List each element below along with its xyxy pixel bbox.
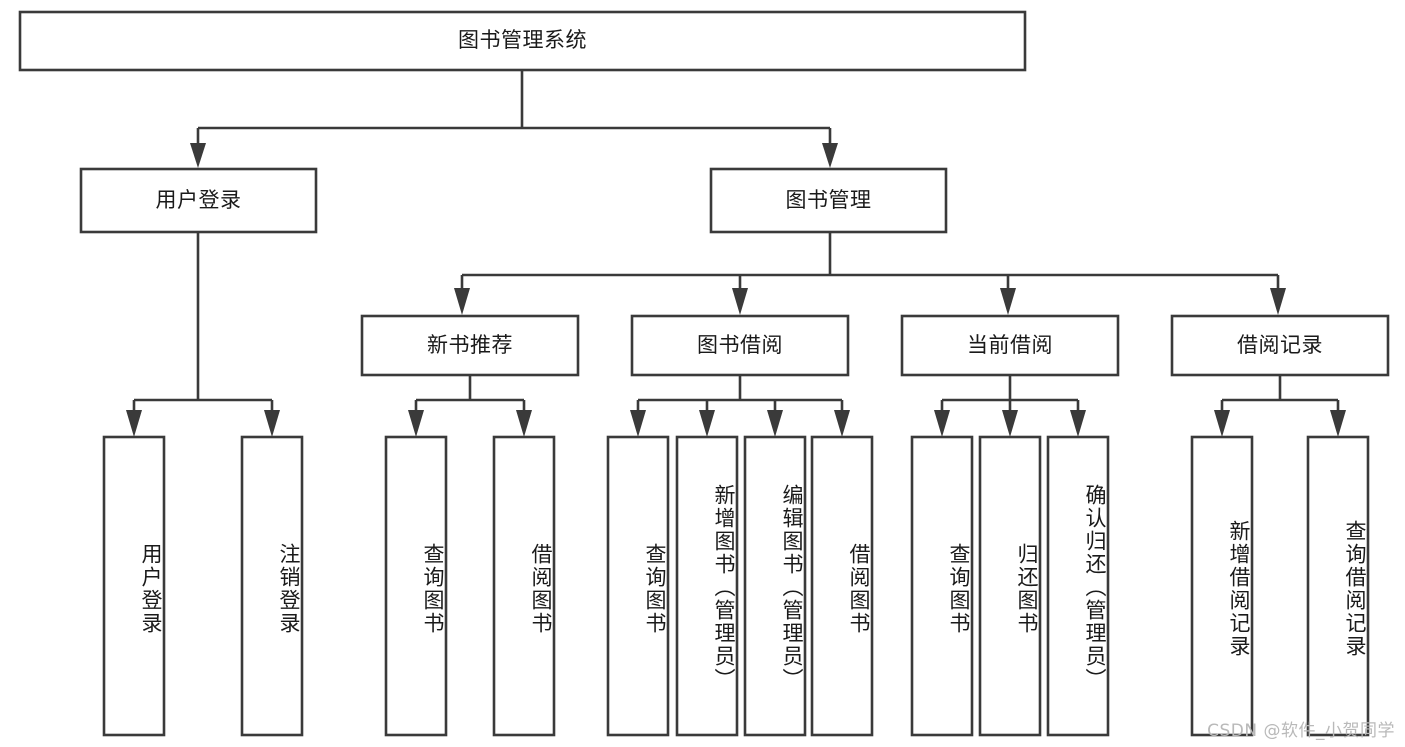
node-box-leaf-logout[interactable] bbox=[240, 435, 304, 737]
node-box-book-borrow[interactable] bbox=[630, 314, 850, 377]
arrow-head-book-borrow bbox=[732, 288, 748, 315]
node-box-leaf-add-book-admin[interactable] bbox=[675, 435, 739, 737]
node-box-leaf-return-book[interactable] bbox=[978, 435, 1042, 737]
arrow-head-bb-leaf1 bbox=[630, 410, 646, 437]
arrow-head-nbr-leaf2 bbox=[516, 410, 532, 437]
arrow-head-current-borrow bbox=[1000, 288, 1016, 315]
node-box-book-management[interactable] bbox=[709, 167, 948, 234]
arrow-head-root-to-user-login bbox=[190, 143, 206, 168]
arrow-head-cb-leaf2 bbox=[1002, 410, 1018, 437]
arrow-head-borrow-record bbox=[1270, 288, 1286, 315]
arrow-head-bb-leaf3 bbox=[767, 410, 783, 437]
arrow-head-br-leaf1 bbox=[1214, 410, 1230, 437]
arrow-head-leaf-logout bbox=[264, 410, 280, 437]
node-box-new-book-recommend[interactable] bbox=[360, 314, 580, 377]
arrow-head-br-leaf2 bbox=[1330, 410, 1346, 437]
node-box-leaf-add-borrow-record[interactable] bbox=[1190, 435, 1254, 737]
node-box-user-login[interactable] bbox=[79, 167, 318, 234]
node-box-leaf-query-book-2[interactable] bbox=[606, 435, 670, 737]
node-box-leaf-borrow-book-2[interactable] bbox=[810, 435, 874, 737]
node-box-leaf-user-login[interactable] bbox=[102, 435, 166, 737]
arrow-head-cb-leaf3 bbox=[1070, 410, 1086, 437]
node-box-current-borrow[interactable] bbox=[900, 314, 1120, 377]
node-box-borrow-record[interactable] bbox=[1170, 314, 1390, 377]
arrow-head-new-book-rec bbox=[454, 288, 470, 315]
arrow-head-root-to-book-mgmt bbox=[822, 143, 838, 168]
arrow-head-bb-leaf2 bbox=[699, 410, 715, 437]
node-box-leaf-query-borrow-record[interactable] bbox=[1306, 435, 1370, 737]
node-box-root[interactable] bbox=[18, 10, 1027, 72]
csdn-watermark: CSDN @软件_小贺同学 bbox=[1207, 721, 1395, 741]
node-box-leaf-confirm-return-admin[interactable] bbox=[1046, 435, 1110, 737]
arrow-head-cb-leaf1 bbox=[934, 410, 950, 437]
node-box-leaf-query-book-3[interactable] bbox=[910, 435, 974, 737]
arrow-head-leaf-user-login bbox=[126, 410, 142, 437]
node-box-leaf-query-book-1[interactable] bbox=[384, 435, 448, 737]
node-box-leaf-edit-book-admin[interactable] bbox=[743, 435, 807, 737]
arrow-head-bb-leaf4 bbox=[834, 410, 850, 437]
node-box-leaf-borrow-book-1[interactable] bbox=[492, 435, 556, 737]
arrow-head-nbr-leaf1 bbox=[408, 410, 424, 437]
